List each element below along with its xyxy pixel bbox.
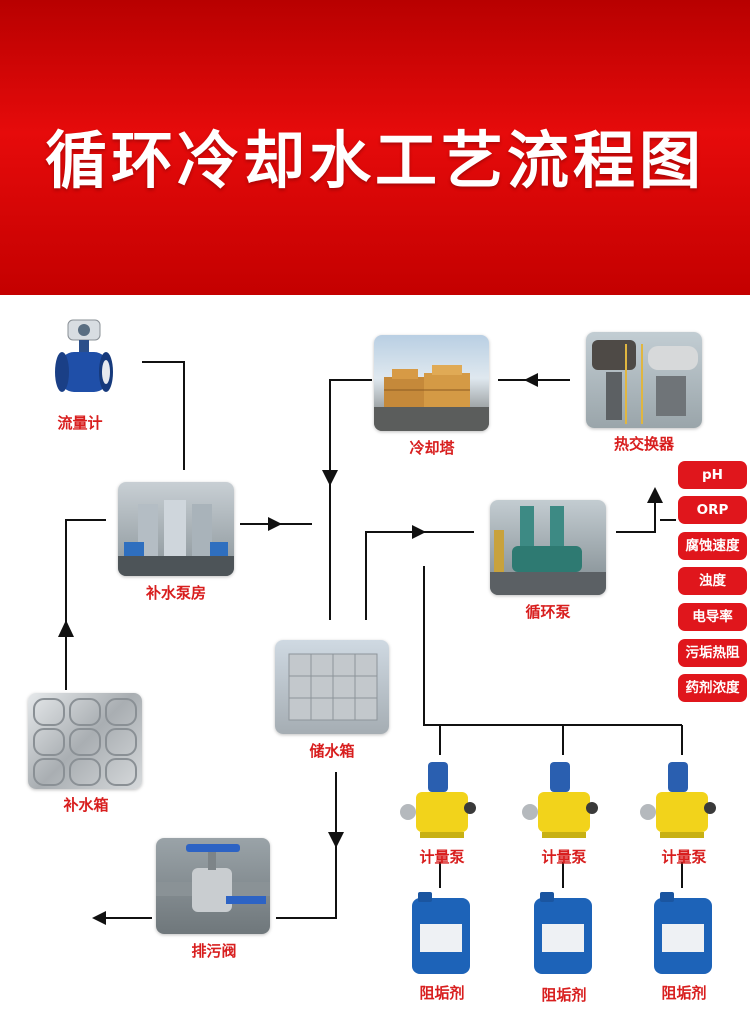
drain-valve-icon [156,844,270,912]
metering-pump-label-1: 计量泵 [419,848,465,866]
metering-pump-label-3: 计量泵 [661,848,707,866]
metering-pump-label-2: 计量泵 [541,848,587,866]
makeup-tank-label: 补水箱 [63,796,109,814]
heat-exchanger-photo [586,332,702,428]
storage-tank-photo [275,640,389,734]
chemical-drum-icon [654,892,712,974]
line-storage-to-drain [276,772,337,919]
chemical-drum-icon [412,892,470,974]
cooling-tower-label: 冷却塔 [409,439,455,457]
circulating-pump-icon [490,506,606,595]
line-makeup-tank-to-pump-room [65,519,106,690]
param-dosage-concentration: 药剂浓度 [678,674,747,702]
inhibitor-label-2: 阻垢剂 [541,986,587,1004]
inhibitor-drum-2 [530,890,596,976]
arrow-down-drain [328,832,344,848]
arrow-down-cooling [322,470,338,486]
inhibitor-label-3: 阻垢剂 [661,984,707,1002]
line-circ-pump-to-heat-exchanger [616,490,656,533]
param-ph: pH [678,461,747,489]
param-corrosion-rate: 腐蚀速度 [678,532,747,560]
param-conductivity: 电导率 [678,603,747,631]
flowmeter-label: 流量计 [57,414,103,432]
line-cooling-tower-to-storage [329,379,372,620]
cooling-tower-photo [374,335,489,431]
arrow-right-circ [412,525,426,539]
flowmeter-node [48,318,118,398]
inhibitor-drum-1 [408,890,474,976]
title-banner: 循环冷却水工艺流程图 [0,0,750,295]
metering-pump-3 [640,758,720,842]
inhibitor-label-1: 阻垢剂 [419,984,465,1002]
param-turbidity: 浊度 [678,567,747,595]
circulating-pump-label: 循环泵 [525,603,571,621]
pump-room-icon [118,500,234,576]
drain-valve-photo [156,838,270,934]
line-dosing-main [423,566,682,726]
arrow-left-drain [92,911,106,925]
storage-tank-label: 储水箱 [309,742,355,760]
makeup-tank-icon [33,698,137,786]
param-orp: ORP [678,496,747,524]
chemical-drum-icon [534,892,592,974]
circulating-pump-photo [490,500,606,595]
flowmeter-icon [55,319,113,392]
metering-pump-1 [400,758,480,842]
heat-exchanger-icon [592,340,698,424]
drain-valve-label: 排污阀 [191,942,237,960]
line-flowmeter-to-pump-room [142,361,185,470]
arrow-up-makeup [58,620,74,637]
line-storage-to-circ-pump [365,531,474,620]
inhibitor-drum-3 [650,890,716,976]
makeup-tank-photo [28,693,142,789]
makeup-pump-room-photo [118,482,234,576]
page-title: 循环冷却水工艺流程图 [44,124,705,197]
param-fouling-resistance: 污垢热阻 [678,639,747,667]
metering-pump-icon [640,762,716,838]
arrow-up-heat [647,487,663,503]
metering-pump-2 [522,758,602,842]
makeup-pump-room-label: 补水泵房 [145,584,206,602]
arrow-right-pump-room [268,517,282,531]
cooling-tower-icon [374,365,489,431]
arrow-left-heat [524,373,538,387]
metering-pump-icon [522,762,598,838]
storage-tank-icon [288,653,378,721]
metering-pump-icon [400,762,476,838]
heat-exchanger-label: 热交换器 [613,435,674,453]
